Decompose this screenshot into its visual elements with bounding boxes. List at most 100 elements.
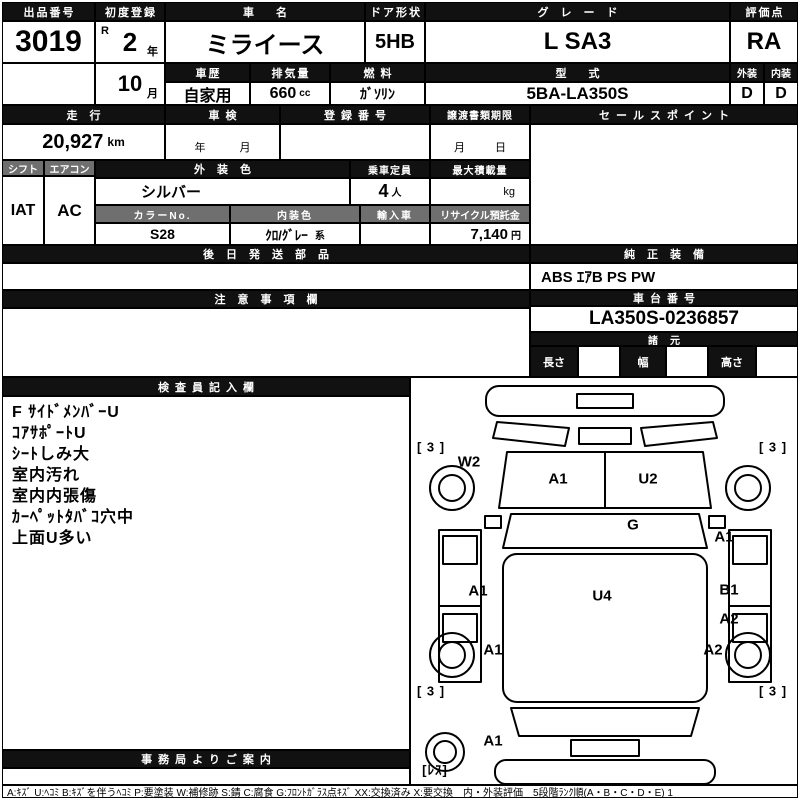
note-line: 室内内張傷 bbox=[12, 488, 98, 505]
transfer-month-unit: 月 bbox=[454, 142, 465, 154]
dimensions-header: 諸元 bbox=[530, 332, 798, 346]
chassis-no-value: LA350S-0236857 bbox=[530, 306, 798, 332]
month-unit: 月 bbox=[147, 88, 158, 100]
damage-mark: B1 bbox=[719, 581, 739, 599]
auction-no-header: 出品番号 bbox=[2, 2, 95, 21]
shift-header: シフト bbox=[2, 160, 44, 176]
transfer-day-unit: 日 bbox=[495, 142, 506, 154]
mileage-unit: km bbox=[107, 135, 125, 149]
sales-point-box bbox=[530, 124, 798, 245]
capacity-value: 4 bbox=[378, 181, 389, 201]
length-header: 長さ bbox=[530, 346, 578, 377]
reg-year: 2 bbox=[122, 26, 138, 57]
aircon-value: AC bbox=[44, 176, 95, 245]
displacement-value: 660 bbox=[269, 84, 297, 102]
exterior-color-value: シルバー bbox=[95, 178, 350, 205]
note-line: ｼｰﾄしみ大 bbox=[12, 446, 91, 463]
exterior-header: 外装 bbox=[730, 63, 764, 82]
mileage-value-cell: 20,927 km bbox=[2, 124, 165, 160]
genuine-equip-value: ABS ｴｱB PS PW bbox=[530, 263, 798, 290]
note-line: F ｻｲﾄﾞﾒﾝﾊﾞｰU bbox=[12, 404, 120, 421]
interior-color-value: ｸﾛ/ｸﾞﾚｰ bbox=[265, 227, 308, 243]
damage-mark: U2 bbox=[638, 470, 658, 488]
import-header: 輸入車 bbox=[360, 205, 430, 223]
note-line: 室内汚れ bbox=[12, 467, 81, 484]
shaken-header: 車検 bbox=[165, 105, 280, 124]
shift-value: IAT bbox=[2, 176, 44, 245]
transfer-deadline-value-cell: 月 日 bbox=[430, 124, 530, 160]
mileage-header: 走行 bbox=[2, 105, 165, 124]
office-info-header: 事務局よりご案内 bbox=[2, 750, 410, 768]
damage-mark: A2 bbox=[719, 610, 739, 628]
auction-no-blank bbox=[2, 63, 95, 105]
year-unit: 年 bbox=[147, 46, 158, 58]
reg-month: 10 bbox=[117, 71, 143, 96]
damage-mark: A2 bbox=[703, 641, 723, 659]
interior-header: 内装 bbox=[764, 63, 798, 82]
max-load-unit: kg bbox=[503, 185, 515, 198]
displacement-unit: cc bbox=[299, 88, 311, 99]
car-name-value: ミライース bbox=[165, 21, 365, 63]
aircon-header: エアコン bbox=[44, 160, 95, 176]
shaken-year-unit: 年 bbox=[194, 142, 206, 154]
note-line: 上面U多い bbox=[12, 530, 93, 547]
shaken-value-cell: 年 月 bbox=[165, 124, 280, 160]
damage-mark: A1 bbox=[714, 528, 734, 546]
grade-value: L SA3 bbox=[425, 21, 730, 63]
fuel-header: 燃料 bbox=[330, 63, 425, 82]
door-shape-header: ドア形状 bbox=[365, 2, 425, 21]
capacity-value-cell: 4 人 bbox=[350, 178, 430, 205]
exterior-color-header: 外装色 bbox=[95, 160, 350, 178]
damage-mark: U4 bbox=[592, 587, 612, 605]
interior-color-suffix: 系 bbox=[314, 230, 325, 242]
later-parts-box bbox=[2, 263, 530, 290]
capacity-header: 乗車定員 bbox=[350, 160, 430, 178]
genuine-equip-header: 純正装備 bbox=[530, 245, 798, 263]
caution-header: 注意事項欄 bbox=[2, 290, 530, 308]
model-header: 型式 bbox=[425, 63, 730, 82]
later-parts-header: 後日発送部品 bbox=[2, 245, 530, 263]
score-value: RA bbox=[730, 21, 798, 63]
recycle-header: リサイクル預託金 bbox=[430, 205, 530, 223]
length-value bbox=[578, 346, 620, 377]
recycle-fee: 7,140 bbox=[470, 225, 508, 243]
damage-mark: [ 3 ] bbox=[758, 683, 788, 699]
capacity-unit: 人 bbox=[391, 188, 402, 199]
sales-point-header: セールスポイント bbox=[530, 105, 798, 124]
exterior-score: D bbox=[730, 82, 764, 105]
inspector-notes-box: F ｻｲﾄﾞﾒﾝﾊﾞｰU ｺｱｻﾎﾟｰﾄU ｼｰﾄしみ大 室内汚れ 室内内張傷 … bbox=[2, 396, 410, 750]
height-value bbox=[756, 346, 798, 377]
note-line: ｺｱｻﾎﾟｰﾄU bbox=[12, 425, 87, 442]
first-reg-header: 初度登録 bbox=[95, 2, 165, 21]
history-value: 自家用 bbox=[165, 82, 250, 105]
caution-box bbox=[2, 308, 530, 377]
damage-mark: A1 bbox=[548, 470, 568, 488]
damage-mark: [ 3 ] bbox=[416, 683, 446, 699]
interior-score: D bbox=[764, 82, 798, 105]
damage-mark: A1 bbox=[483, 641, 503, 659]
recycle-value-cell: 7,140 円 bbox=[430, 223, 530, 245]
office-info-box bbox=[2, 768, 410, 785]
damage-mark: [ﾚｽ] bbox=[422, 762, 448, 778]
height-header: 高さ bbox=[708, 346, 756, 377]
import-value bbox=[360, 223, 430, 245]
model-value: 5BA-LA350S bbox=[425, 82, 730, 105]
shaken-month-unit: 月 bbox=[239, 142, 251, 154]
damage-mark: A1 bbox=[483, 732, 503, 750]
car-diagram bbox=[425, 385, 772, 784]
door-shape-value: 5HB bbox=[365, 21, 425, 63]
car-body-shapes bbox=[438, 385, 772, 784]
recycle-unit: 円 bbox=[511, 230, 521, 242]
chassis-no-header: 車台番号 bbox=[530, 290, 798, 306]
max-load-value-cell: kg bbox=[430, 178, 530, 205]
auction-no-value: 3019 bbox=[2, 21, 95, 63]
max-load-header: 最大積載量 bbox=[430, 160, 530, 178]
damage-mark: W2 bbox=[457, 453, 481, 471]
car-name-header: 車名 bbox=[165, 2, 365, 21]
damage-mark: [ 3 ] bbox=[758, 439, 788, 455]
displacement-header: 排気量 bbox=[250, 63, 330, 82]
